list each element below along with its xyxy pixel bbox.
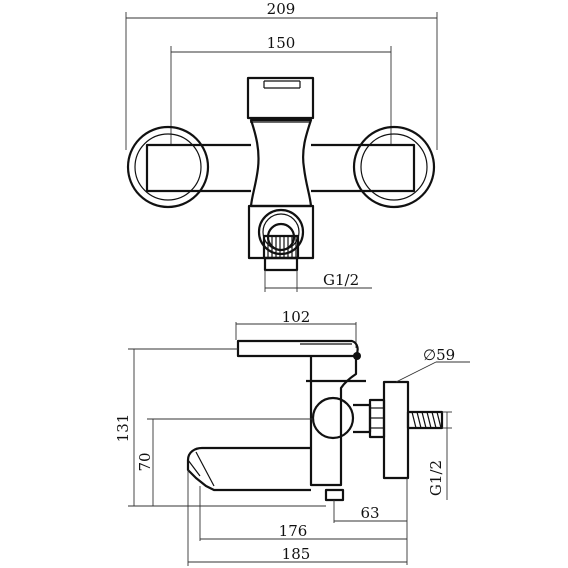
dim-spout-height: 70: [136, 418, 313, 506]
dim-label-209: 209: [267, 0, 296, 18]
side-handle: [236, 339, 359, 358]
dim-total-height: 131: [114, 348, 326, 507]
dim-label-185: 185: [282, 545, 311, 563]
dim-label-70: 70: [136, 452, 154, 471]
dim-overall-depth: 185: [187, 470, 407, 566]
aerator-ring: [257, 208, 305, 256]
dim-outlet-thread: G1/2: [264, 270, 372, 292]
dim-label-150: 150: [267, 34, 296, 52]
dim-flange-diameter: ∅59: [395, 346, 470, 383]
cartridge-housing: [309, 356, 358, 390]
mixer-body: [249, 118, 313, 208]
threaded-inlet: [406, 410, 444, 430]
left-wall-flange: [126, 125, 210, 209]
inlet-connector: [353, 403, 372, 434]
dim-inlet-thread: G1/2: [427, 411, 452, 500]
dim-handle-length: 102: [235, 308, 357, 348]
diverter-knob: [311, 396, 355, 440]
dim-label-131: 131: [114, 414, 132, 443]
bottom-outlet: [324, 488, 345, 502]
spout: [186, 446, 311, 492]
dim-label-g12-top: G1/2: [323, 271, 359, 289]
dim-outlet-offset: 63: [333, 478, 408, 565]
dim-label-g12-side: G1/2: [427, 460, 445, 496]
handle-lever: [246, 76, 315, 120]
right-wall-flange: [352, 125, 436, 209]
right-inlet-arm: [311, 143, 416, 193]
dim-spout-reach: 176: [199, 486, 407, 541]
dim-handle-centers: 150: [170, 34, 392, 145]
side-view: 102: [114, 308, 470, 566]
dim-label-102: 102: [282, 308, 311, 326]
dim-label-d59: ∅59: [423, 346, 455, 364]
outlet-nut: [263, 256, 299, 272]
dim-overall-width: 209: [125, 0, 438, 150]
side-wall-flange: [382, 380, 410, 480]
dim-label-176: 176: [279, 522, 308, 540]
left-inlet-arm: [145, 143, 251, 193]
dim-label-63: 63: [360, 504, 379, 522]
diverter-block: [247, 204, 315, 260]
front-view: 209 150: [125, 0, 438, 292]
